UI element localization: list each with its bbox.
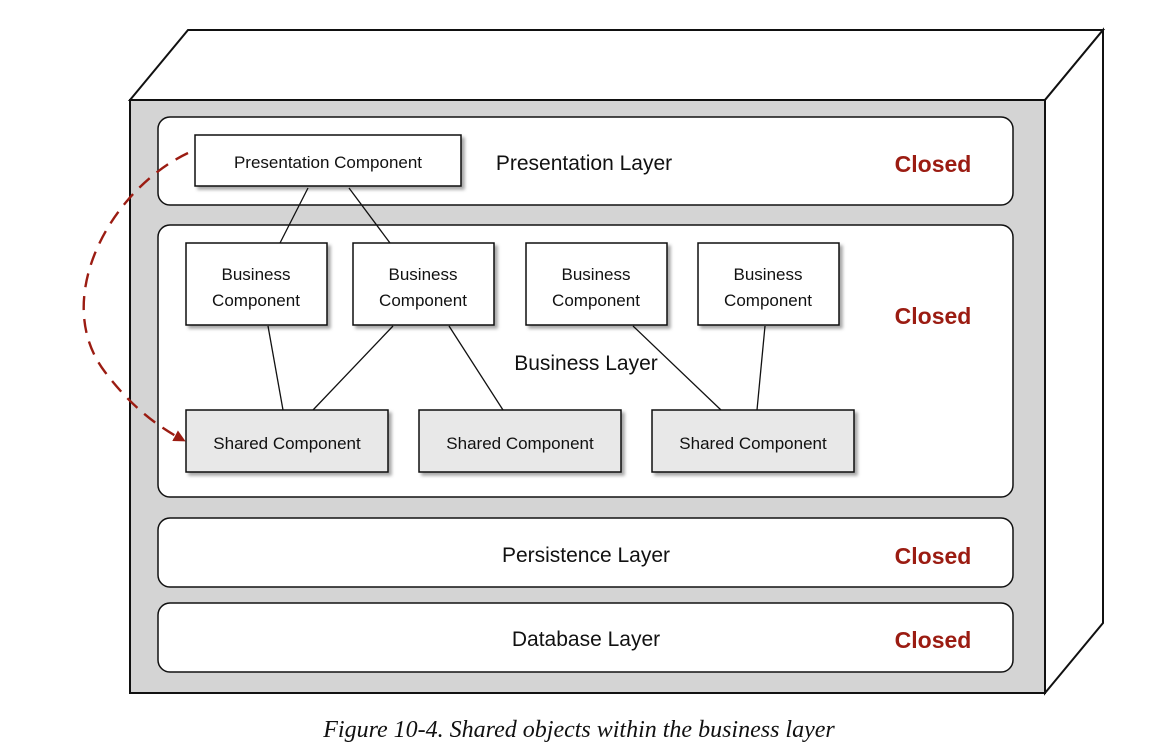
connector-line — [312, 325, 394, 411]
connector-line — [756, 325, 766, 411]
connector-line — [632, 325, 722, 411]
database-layer-label: Database Layer — [512, 628, 660, 651]
business-component: Business Component — [352, 242, 495, 326]
business-component-label: Component — [552, 291, 640, 310]
business-component-label: Business — [222, 265, 291, 284]
connector-line — [348, 187, 391, 244]
business-component-label: Component — [212, 291, 300, 310]
shared-component: Shared Component — [185, 409, 389, 473]
business-component-label: Business — [734, 265, 803, 284]
presentation-component: Presentation Component — [194, 134, 462, 187]
presentation-layer-label: Presentation Layer — [496, 152, 672, 175]
access-arrow — [82, 151, 189, 442]
business-component-label: Business — [389, 265, 458, 284]
business-layer-label: Business Layer — [514, 352, 658, 375]
business-component-label: Component — [724, 291, 812, 310]
business-layer-status: Closed — [895, 303, 972, 329]
persistence-layer: Persistence Layer Closed — [157, 517, 1014, 588]
connector-line — [267, 325, 284, 411]
business-component-label: Business — [562, 265, 631, 284]
business-component: Business Component — [697, 242, 840, 326]
business-component: Business Component — [525, 242, 668, 326]
presentation-component-label: Presentation Component — [234, 153, 422, 172]
database-layer: Database Layer Closed — [157, 602, 1014, 673]
shared-component-label: Shared Component — [213, 434, 361, 453]
persistence-layer-status: Closed — [895, 543, 972, 569]
connector-line — [279, 187, 309, 244]
shared-component: Shared Component — [651, 409, 855, 473]
persistence-layer-label: Persistence Layer — [502, 544, 670, 567]
figure-caption: Figure 10-4. Shared objects within the b… — [322, 717, 835, 743]
shared-component-label: Shared Component — [446, 434, 594, 453]
database-layer-status: Closed — [895, 627, 972, 653]
shared-component: Shared Component — [418, 409, 622, 473]
shared-component-label: Shared Component — [679, 434, 827, 453]
business-component: Business Component — [185, 242, 328, 326]
business-component-label: Component — [379, 291, 467, 310]
connector-lines — [267, 187, 766, 411]
connector-line — [448, 325, 504, 411]
presentation-layer-status: Closed — [895, 151, 972, 177]
